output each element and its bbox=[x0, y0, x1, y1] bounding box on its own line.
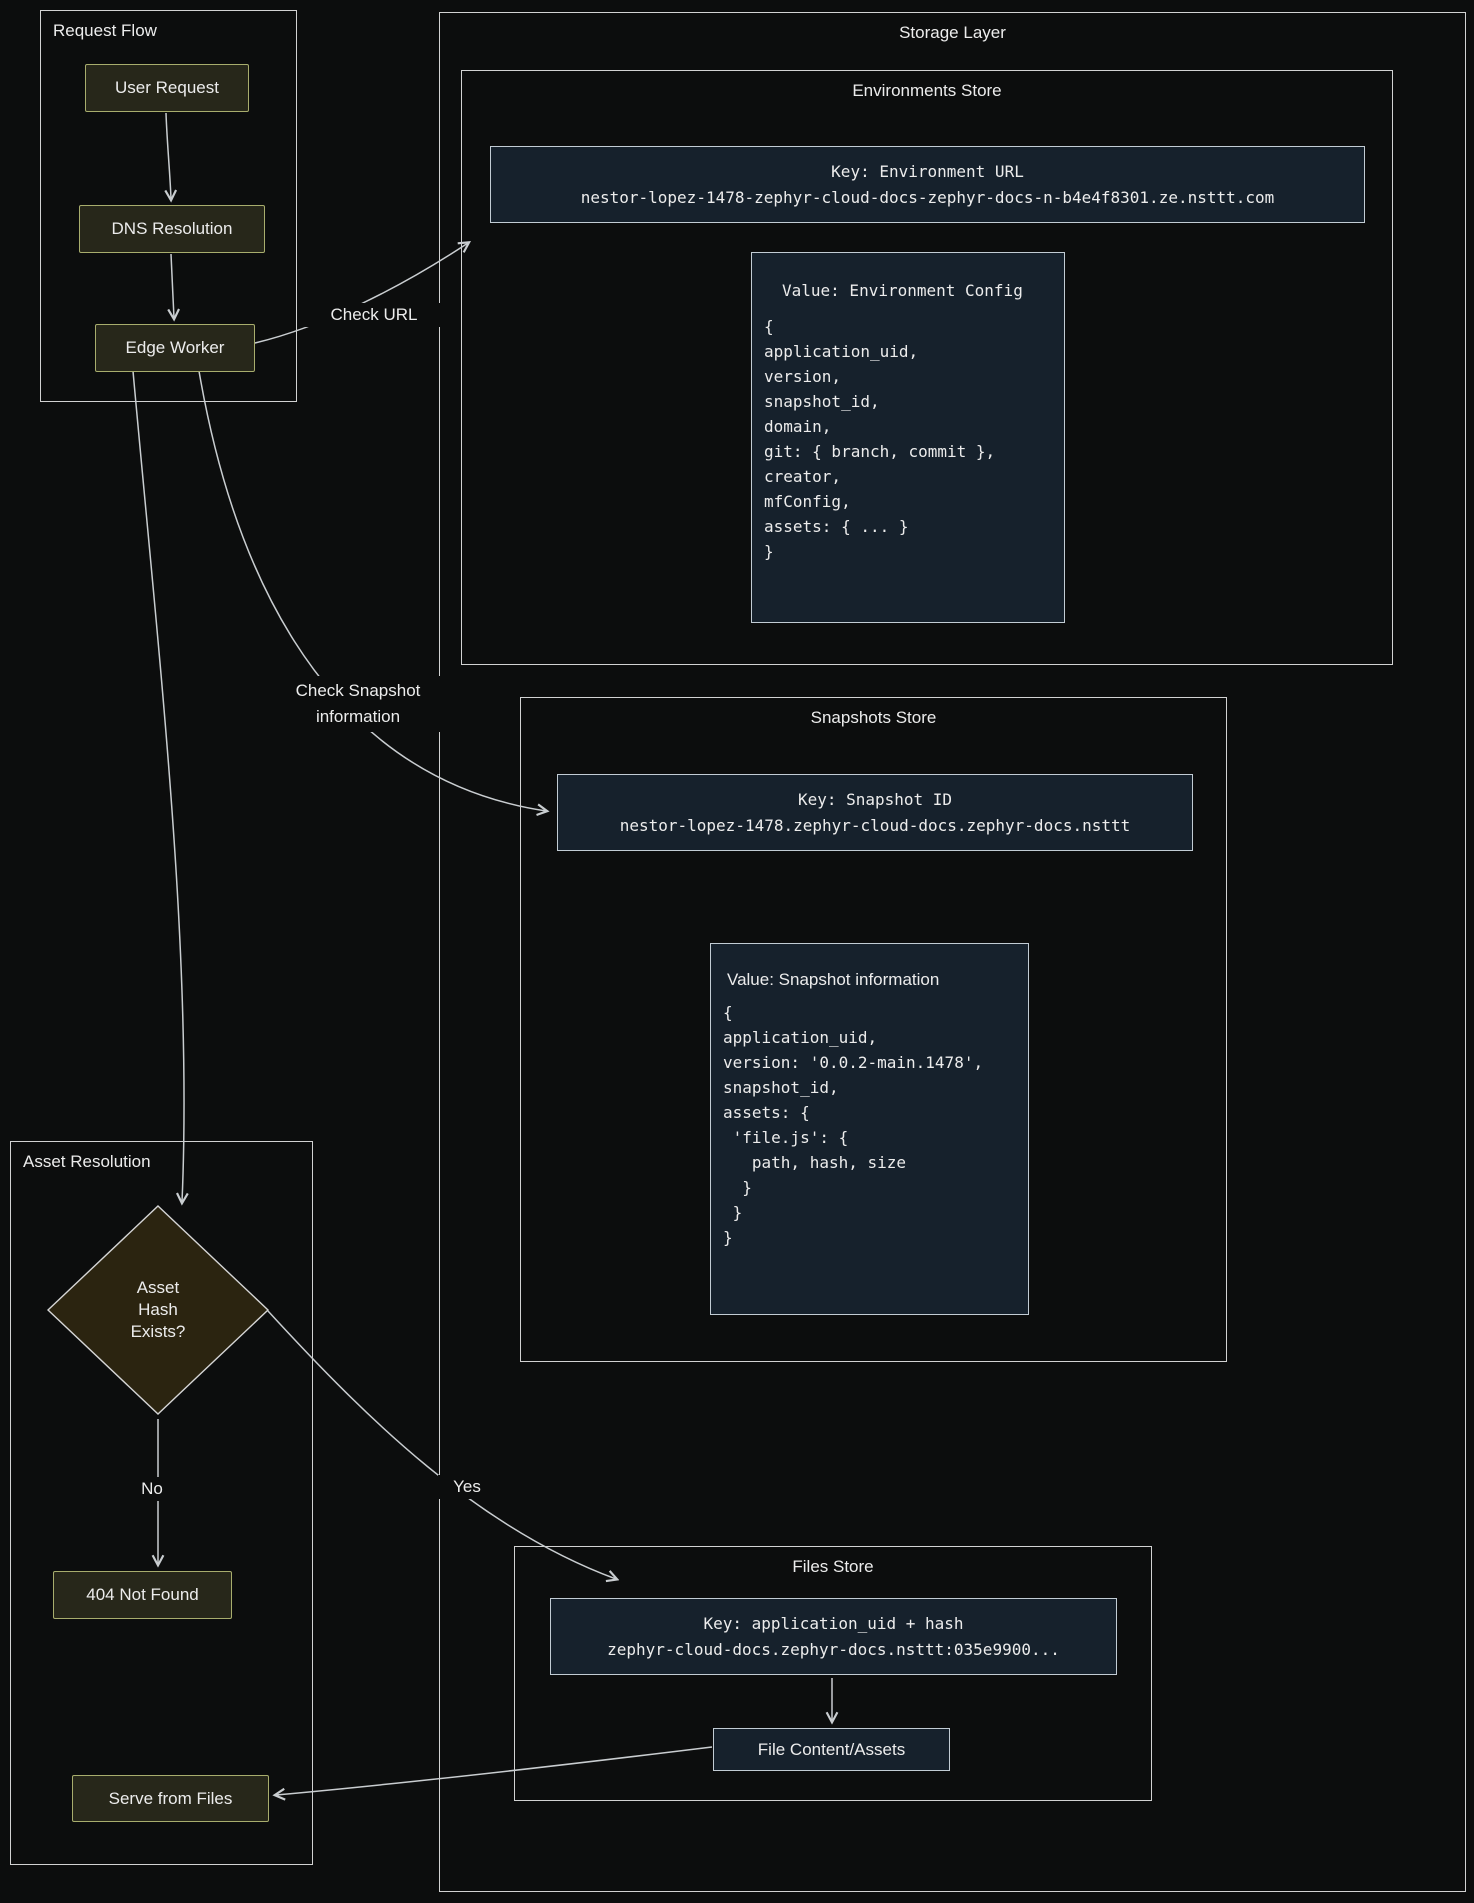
arrow-dns-to-edge-worker bbox=[171, 253, 174, 318]
snapshot-value-title: Value: Snapshot information bbox=[727, 970, 940, 989]
files-key-box: Key: application_uid + hash zephyr-cloud… bbox=[550, 1598, 1117, 1675]
files-key-value: zephyr-cloud-docs.zephyr-docs.nsttt:035e… bbox=[607, 1639, 1060, 1659]
files-store-group: Files Store bbox=[514, 1546, 1152, 1801]
request-flow-title: Request Flow bbox=[53, 21, 157, 40]
environment-value-body: { application_uid, version, snapshot_id,… bbox=[764, 317, 996, 561]
environment-value-box: Value: Environment Config { application_… bbox=[751, 252, 1065, 623]
snapshot-key-title: Key: Snapshot ID bbox=[797, 789, 953, 809]
dns-resolution-node: DNS Resolution bbox=[79, 205, 265, 253]
storage-layer-group: Storage Layer bbox=[439, 12, 1466, 1892]
arrow-check-url bbox=[254, 243, 468, 344]
arrow-yes-to-files-store bbox=[267, 1310, 616, 1579]
serve-from-files-node: Serve from Files bbox=[72, 1775, 269, 1822]
asset-resolution-group: Asset Resolution bbox=[10, 1141, 313, 1865]
edge-label-check-snapshot: Check Snapshot information bbox=[263, 676, 453, 732]
storage-layer-title: Storage Layer bbox=[899, 23, 1006, 42]
asset-hash-exists-decision: Asset Hash Exists? bbox=[130, 1278, 186, 1341]
environment-key-title: Key: Environment URL bbox=[831, 161, 1024, 181]
user-request-node: User Request bbox=[85, 64, 249, 112]
edge-worker-node: Edge Worker bbox=[95, 324, 255, 372]
environment-key-box: Key: Environment URL nestor-lopez-1478-z… bbox=[490, 146, 1365, 223]
environments-store-title: Environments Store bbox=[852, 81, 1002, 100]
edge-label-check-url: Check URL bbox=[299, 303, 449, 327]
environment-key-value: nestor-lopez-1478-zephyr-cloud-docs-zeph… bbox=[580, 187, 1275, 207]
arrow-edge-worker-to-decision bbox=[132, 370, 184, 1202]
files-store-title: Files Store bbox=[792, 1557, 874, 1576]
request-flow-group: Request Flow bbox=[40, 10, 297, 402]
arrow-content-to-serve bbox=[276, 1746, 713, 1795]
snapshot-value-box: Value: Snapshot information { applicatio… bbox=[710, 943, 1029, 1315]
snapshot-key-box: Key: Snapshot ID nestor-lopez-1478.zephy… bbox=[557, 774, 1193, 851]
arrow-check-snapshot bbox=[198, 370, 546, 811]
arrow-user-request-to-dns bbox=[166, 112, 171, 199]
environment-value-title: Value: Environment Config bbox=[782, 281, 1023, 300]
asset-resolution-title: Asset Resolution bbox=[23, 1152, 151, 1171]
not-found-node: 404 Not Found bbox=[53, 1571, 232, 1619]
files-key-title: Key: application_uid + hash bbox=[703, 1613, 964, 1633]
snapshot-value-body: { application_uid, version: '0.0.2-main.… bbox=[723, 1003, 984, 1247]
file-content-node: File Content/Assets bbox=[713, 1728, 950, 1771]
environments-store-group: Environments Store bbox=[461, 70, 1393, 665]
snapshots-store-title: Snapshots Store bbox=[810, 708, 937, 727]
decision-diamond bbox=[46, 1205, 270, 1415]
snapshot-key-value: nestor-lopez-1478.zephyr-cloud-docs.zeph… bbox=[619, 815, 1131, 835]
edge-label-no: No bbox=[127, 1477, 177, 1501]
snapshots-store-group: Snapshots Store bbox=[520, 697, 1227, 1362]
edge-label-yes: Yes bbox=[438, 1475, 496, 1499]
